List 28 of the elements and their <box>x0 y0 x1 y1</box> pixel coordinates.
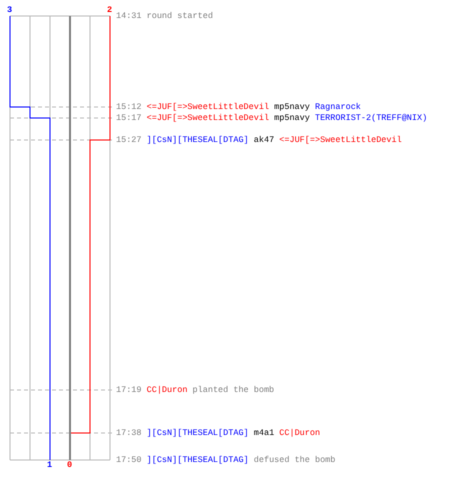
event-text: round started <box>146 11 213 21</box>
timestamp: 17:50 <box>116 455 142 465</box>
weapon-name: mp5navy <box>274 113 310 123</box>
event-text: defused the bomb <box>254 455 336 465</box>
player-name: Ragnarock <box>314 102 361 112</box>
player-name: ][CsN][THESEAL[DTAG] <box>146 428 249 438</box>
weapon-name: m4a1 <box>254 428 274 438</box>
player-name: TERRORIST-2(TREFF@NIX) <box>314 113 428 123</box>
player-name: CC|Duron <box>146 385 188 395</box>
player-name: CC|Duron <box>279 428 320 438</box>
value-label: 1 <box>47 461 52 470</box>
timestamp: 17:19 <box>116 385 142 395</box>
player-name: ][CsN][THESEAL[DTAG] <box>146 455 249 465</box>
player-name: <=JUF[=>SweetLittleDevil <box>279 135 402 145</box>
player-name: <=JUF[=>SweetLittleDevil <box>146 113 270 123</box>
event-text: planted the bomb <box>192 385 274 395</box>
value-label: 0 <box>67 461 72 470</box>
timestamp: 15:17 <box>116 113 142 123</box>
player-name: <=JUF[=>SweetLittleDevil <box>146 102 270 112</box>
value-label: 2 <box>107 6 112 15</box>
timestamp: 14:31 <box>116 11 142 21</box>
player-name: ][CsN][THESEAL[DTAG] <box>146 135 249 145</box>
weapon-name: mp5navy <box>274 102 310 112</box>
timestamp: 15:27 <box>116 135 142 145</box>
value-label: 3 <box>7 6 12 15</box>
timestamp: 17:38 <box>116 428 142 438</box>
weapon-name: ak47 <box>254 135 274 145</box>
timestamp: 15:12 <box>116 102 142 112</box>
